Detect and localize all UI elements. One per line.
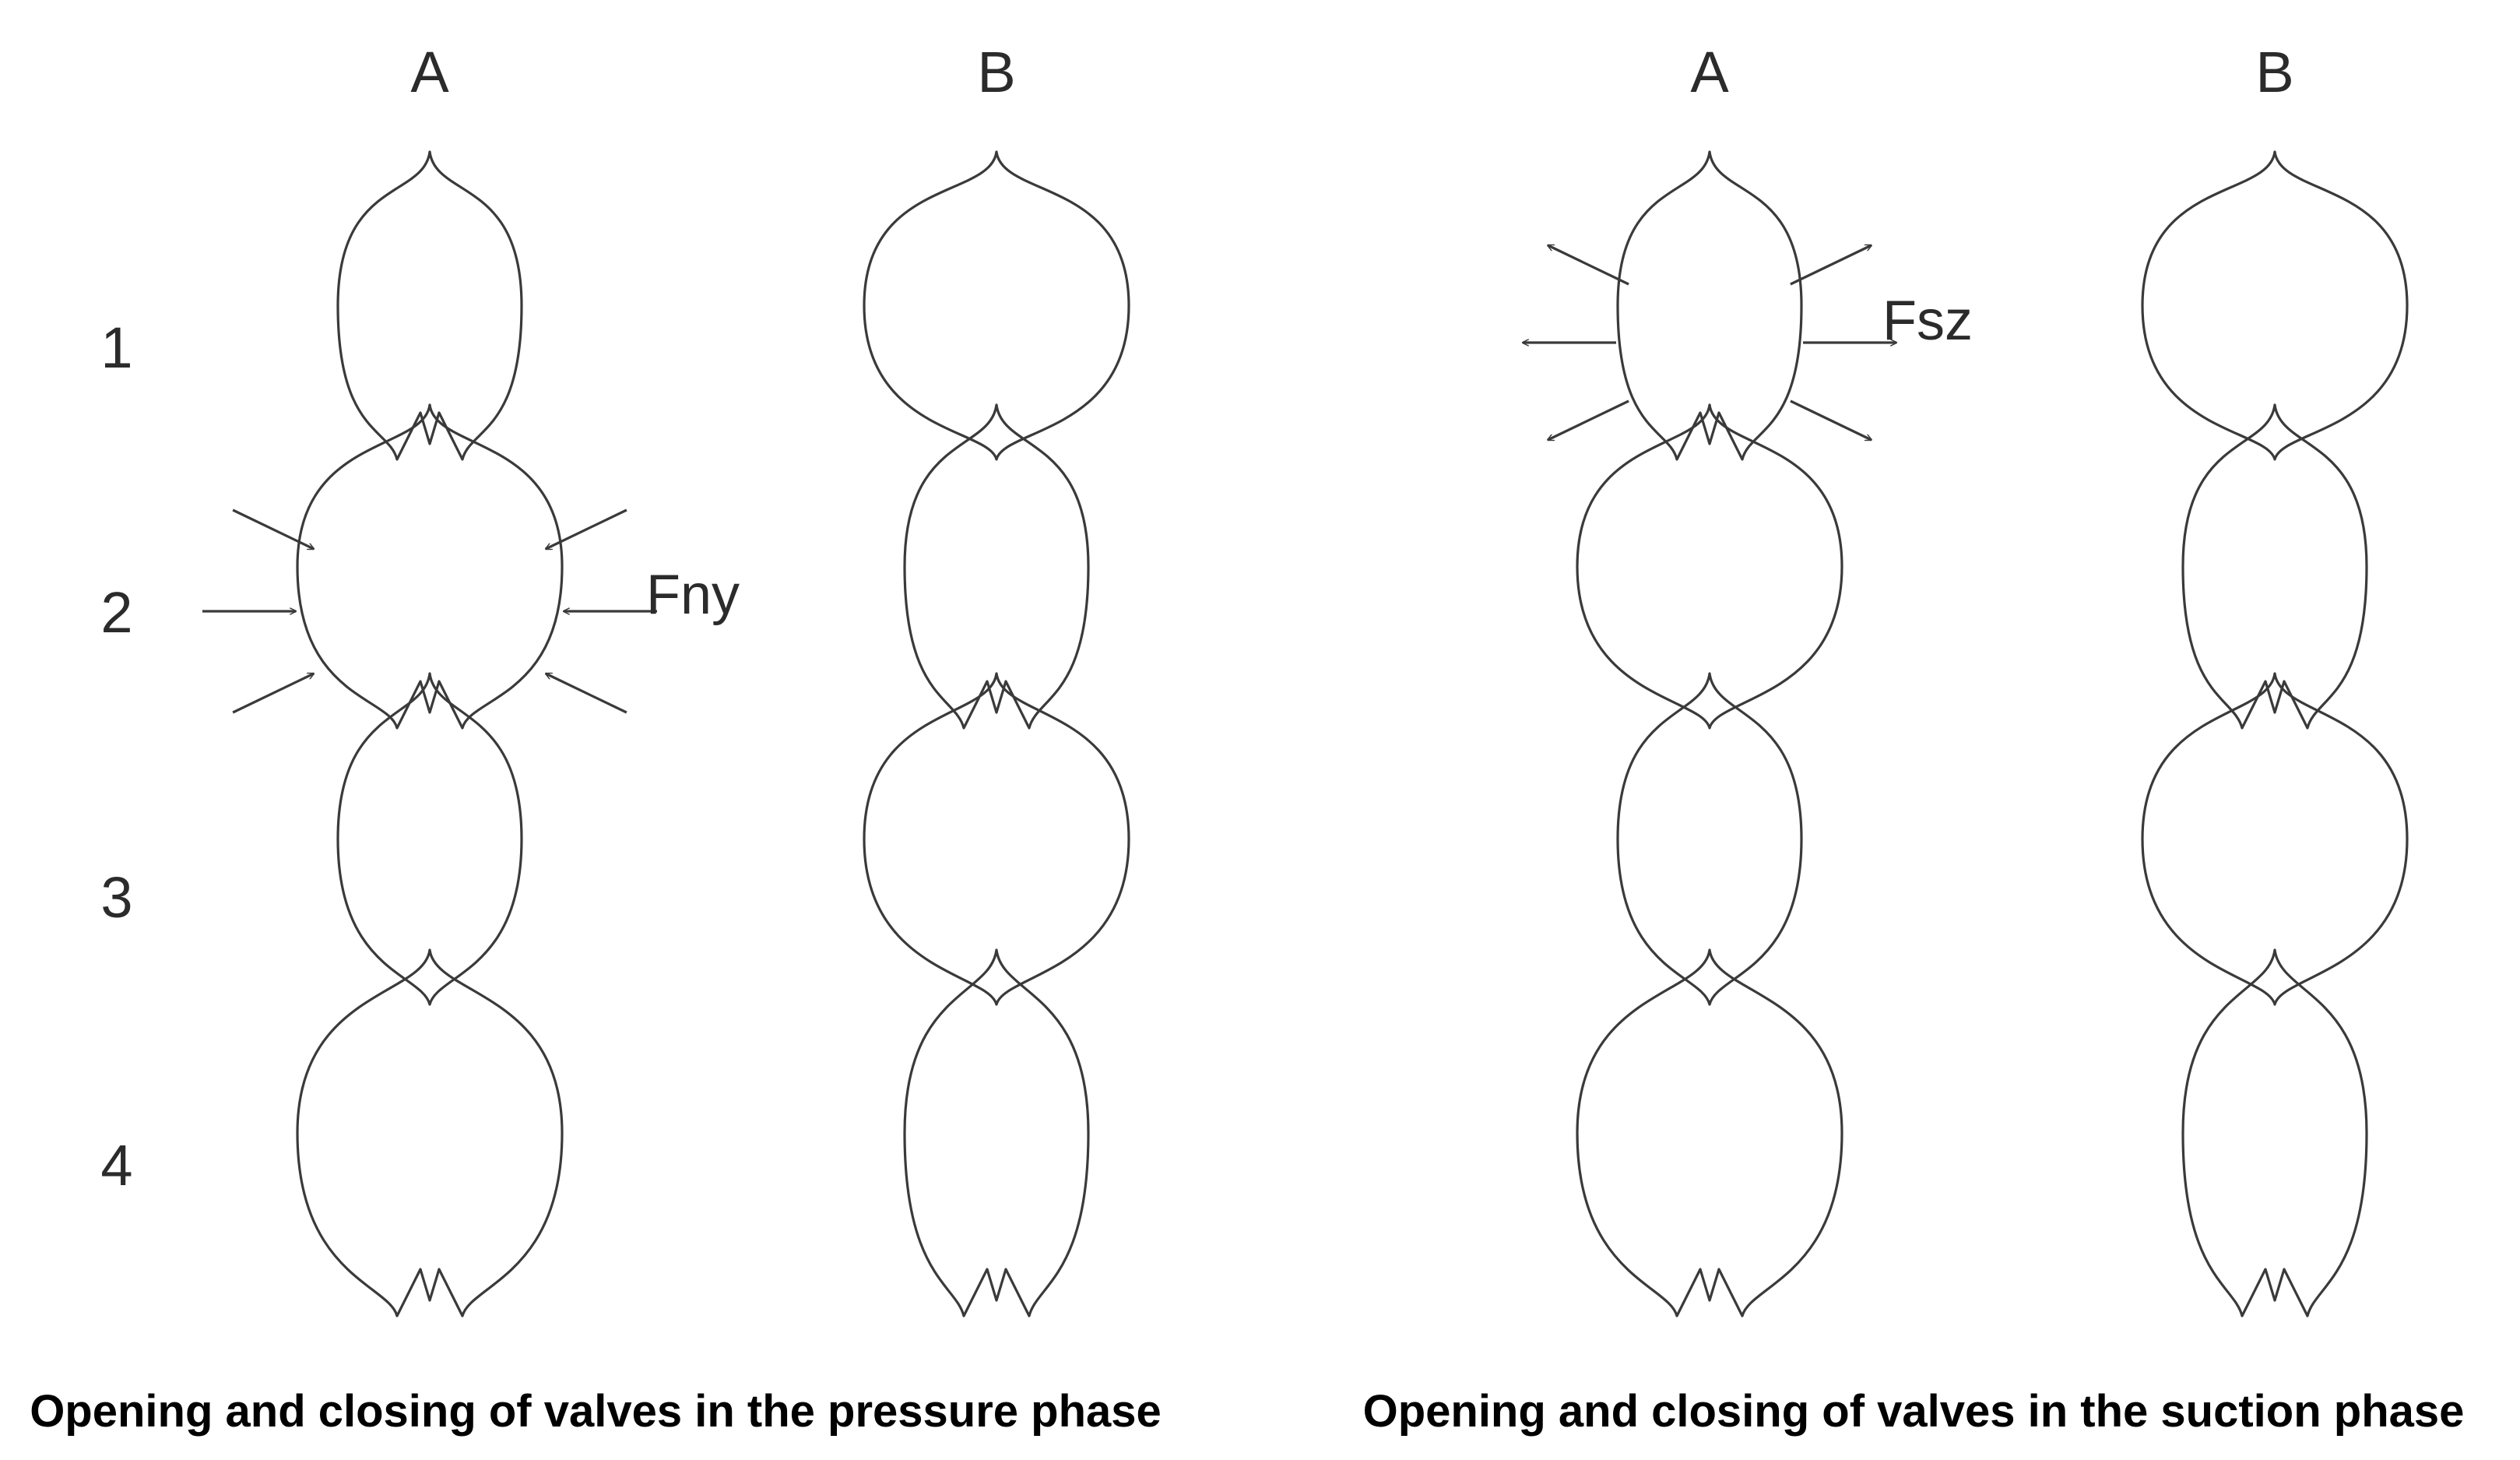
arrows-inward-arrow-2 [546, 508, 627, 551]
pressure-force-label: Fny [646, 564, 740, 626]
panel-2-column-a-label: A [1690, 40, 1729, 104]
arrows-outward-arrow-3 [1790, 399, 1872, 442]
arrows-outward-arrow-6 [1548, 399, 1629, 442]
arrows-outward-arrow-4 [1548, 244, 1629, 286]
row-label-4: 4 [100, 1133, 132, 1198]
chain-p2a-chamber-2 [1576, 403, 1843, 730]
chain-p2a-chamber-1 [1616, 150, 1803, 461]
chain-p2a-chamber-4 [1576, 948, 1843, 1318]
suction-force-label: Fsz [1882, 290, 1973, 352]
arrows-outward-arrow-2 [1790, 244, 1872, 286]
panel-2-column-b-label: B [2255, 40, 2293, 104]
chain-p2b-chamber-2 [2181, 403, 2368, 730]
chain-p2b-chamber-4 [2181, 948, 2368, 1318]
outward-force-arrows [1523, 244, 1896, 442]
chain-p2b-chamber-1 [2141, 150, 2409, 461]
panel-1-column-b-label: B [977, 40, 1015, 104]
inward-force-arrows [202, 508, 657, 714]
chain-p1a-chamber-2 [296, 403, 564, 730]
chain-p1b-chamber-1 [863, 150, 1130, 461]
row-label-2: 2 [100, 580, 132, 645]
chain-p1b-chamber-3 [863, 672, 1130, 1006]
chain-p2b-chamber-3 [2141, 672, 2409, 1006]
row-label-1: 1 [100, 315, 132, 380]
chain-p1a-chamber-1 [336, 150, 523, 461]
arrows-inward-arrow-4 [232, 508, 314, 551]
pressure-phase-column-a-valves [296, 150, 564, 1318]
suction-phase-caption: Opening and closing of valves in the suc… [1363, 1386, 2465, 1437]
arrows-inward-arrow-6 [232, 672, 314, 714]
chain-p2a-chamber-3 [1616, 672, 1803, 1006]
chain-p1a-chamber-4 [296, 948, 564, 1318]
panel-1-column-a-label: A [410, 40, 449, 104]
row-label-3: 3 [100, 865, 132, 930]
chain-p1a-chamber-3 [336, 672, 523, 1006]
pressure-phase-caption: Opening and closing of valves in the pre… [30, 1386, 1162, 1437]
arrows-inward-arrow-3 [546, 672, 627, 714]
suction-phase-column-a-valves [1576, 150, 1843, 1318]
chain-p1b-chamber-2 [903, 403, 1090, 730]
chain-p1b-chamber-4 [903, 948, 1090, 1318]
suction-phase-column-b-valves [2141, 150, 2409, 1318]
pressure-phase-column-b-valves [863, 150, 1130, 1318]
